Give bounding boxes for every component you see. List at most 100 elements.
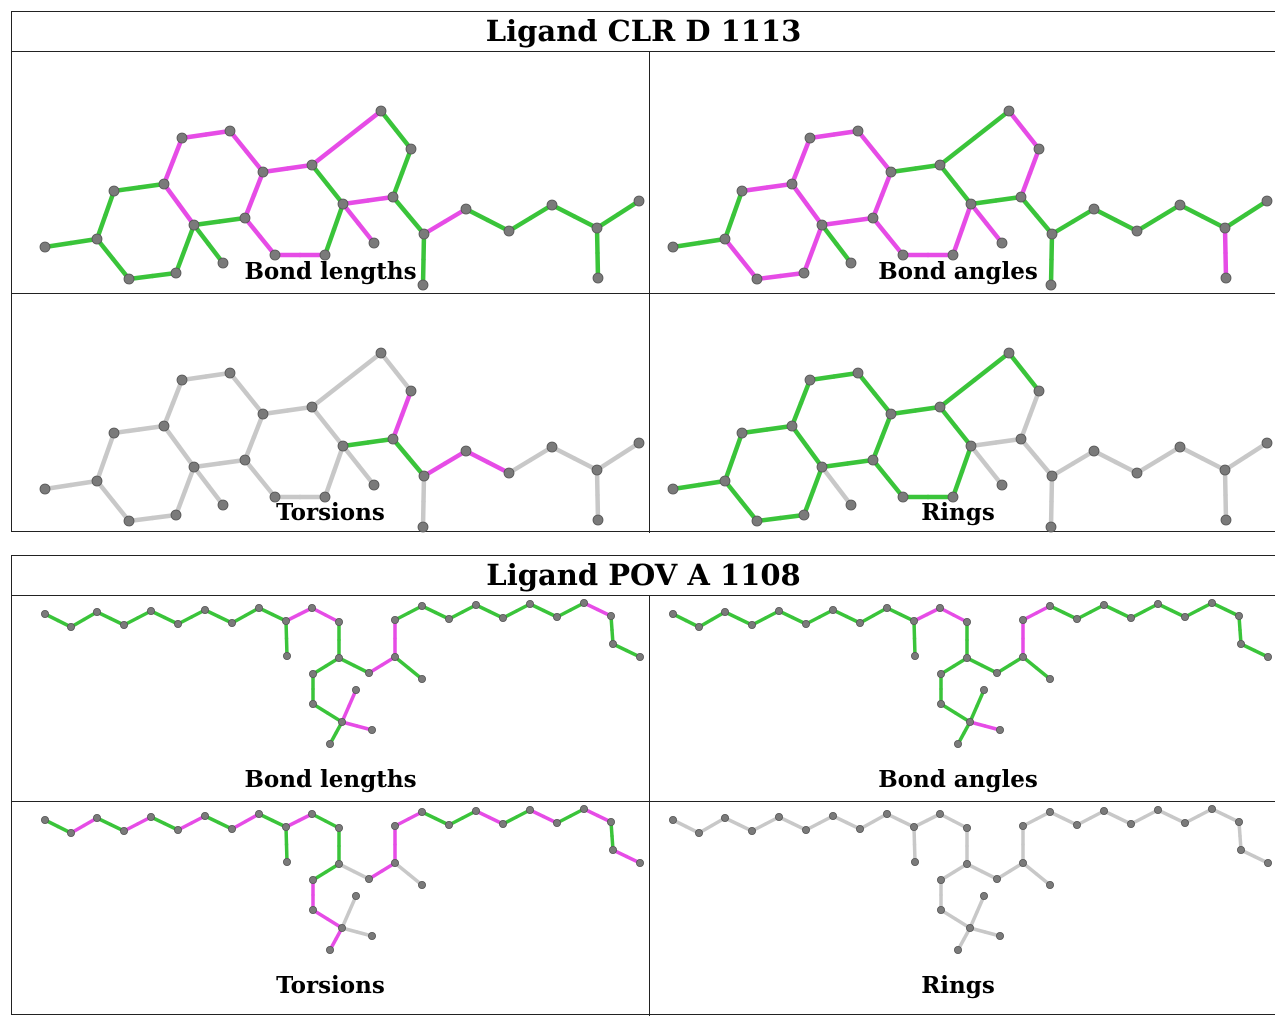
atom <box>417 521 429 533</box>
atom <box>1261 195 1273 207</box>
atom <box>996 237 1008 249</box>
atom <box>503 467 515 479</box>
atom <box>1264 859 1273 868</box>
cell-torsions: Torsions <box>12 802 649 1016</box>
atom <box>748 826 757 835</box>
atom <box>580 805 589 813</box>
atom <box>173 619 182 628</box>
atom <box>897 491 909 503</box>
atom <box>308 906 317 915</box>
atom <box>546 441 558 453</box>
atom <box>748 620 757 629</box>
molecule-diagram <box>668 805 1273 954</box>
atom <box>417 808 426 816</box>
bond <box>972 350 1012 383</box>
atom <box>1018 859 1027 868</box>
atom <box>828 811 837 820</box>
atom <box>828 605 837 614</box>
atom <box>995 725 1004 734</box>
atom <box>334 617 343 626</box>
atom <box>108 185 120 197</box>
atom <box>1072 820 1081 829</box>
atom <box>351 892 360 901</box>
atom <box>962 823 971 832</box>
atom <box>281 616 290 625</box>
atom <box>867 454 879 466</box>
atom <box>909 822 918 831</box>
atom <box>995 931 1004 940</box>
atom <box>269 491 281 503</box>
atom <box>368 237 380 249</box>
atom <box>592 272 604 284</box>
atom <box>992 669 1001 678</box>
atom <box>471 807 480 815</box>
atom <box>281 822 290 831</box>
atom <box>1235 817 1244 826</box>
atom <box>798 267 810 279</box>
atom <box>387 191 399 203</box>
grid-divider-horizontal <box>12 801 1275 802</box>
ligand-panel-pov: Ligand POV A 1108 Bond lengths Bond angl… <box>11 555 1275 1016</box>
cell-label: Torsions <box>276 972 385 999</box>
cell-label: Rings <box>921 499 995 526</box>
atom <box>319 249 331 261</box>
atom <box>418 470 430 482</box>
atom <box>217 257 229 269</box>
atom <box>417 675 426 684</box>
atom <box>120 620 129 629</box>
atom <box>947 249 959 261</box>
atom <box>337 440 349 452</box>
atom <box>816 461 828 473</box>
atom <box>308 670 317 679</box>
atom <box>721 813 730 822</box>
atom <box>935 809 944 818</box>
atom <box>254 603 263 612</box>
atom <box>417 881 426 890</box>
atom <box>721 607 730 616</box>
atom <box>1174 199 1186 211</box>
grid-divider-horizontal <box>12 293 1275 294</box>
atom <box>503 225 515 237</box>
atom <box>351 686 360 695</box>
atom <box>123 273 135 285</box>
atom <box>308 700 317 709</box>
atom <box>882 603 891 612</box>
atom <box>996 479 1008 491</box>
panel-title: Ligand CLR D 1113 <box>12 12 1275 52</box>
atom <box>67 828 76 837</box>
atom <box>667 241 679 253</box>
atom <box>855 618 864 627</box>
atom <box>306 159 318 171</box>
atom <box>1018 653 1027 662</box>
atom <box>636 653 645 662</box>
atom <box>609 846 618 855</box>
atom <box>609 640 618 649</box>
atom <box>786 420 798 432</box>
atom <box>269 249 281 261</box>
molecule-diagram <box>39 105 645 291</box>
atom <box>1131 467 1143 479</box>
atom <box>962 860 971 869</box>
atom <box>387 433 399 445</box>
atom <box>170 267 182 279</box>
atom <box>934 401 946 413</box>
atom <box>1018 615 1027 624</box>
atom <box>364 669 373 678</box>
atom <box>804 374 816 386</box>
atom <box>786 178 798 190</box>
atom <box>257 166 269 178</box>
atom <box>257 408 269 420</box>
atom <box>1088 203 1100 215</box>
atom <box>325 739 334 748</box>
atom <box>633 437 645 449</box>
atom <box>1045 602 1054 610</box>
molecule-grid: Bond lengths Bond angles Torsions Rings <box>12 596 1275 1016</box>
atom <box>108 427 120 439</box>
atom <box>801 825 810 834</box>
atom <box>965 440 977 452</box>
cell-label: Torsions <box>276 499 385 526</box>
atom <box>1045 675 1054 684</box>
atom <box>1033 385 1045 397</box>
atom <box>1208 805 1217 813</box>
atom <box>936 670 945 679</box>
